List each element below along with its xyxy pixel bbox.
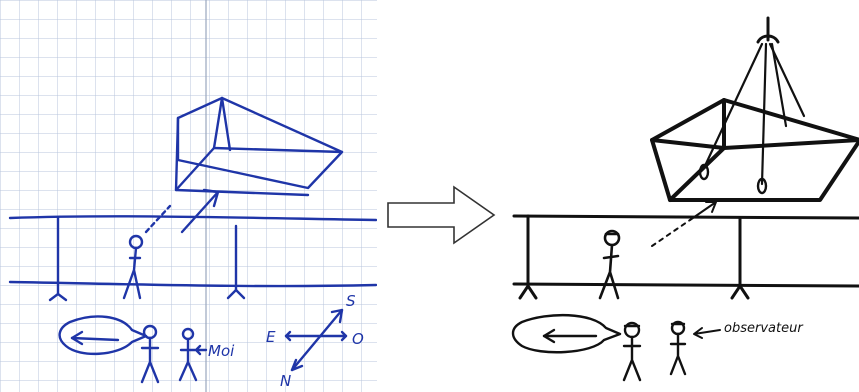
right-arrow-icon — [386, 185, 498, 245]
bottom-figure-2 — [669, 320, 687, 376]
clean-sketch: observateur — [500, 0, 859, 392]
crane-hook — [756, 16, 780, 44]
speech-bubble — [58, 315, 148, 356]
compass-west-label: O — [352, 330, 364, 348]
grid-sketch-drawing: Moi E O S N — [0, 0, 377, 392]
grid-paper — [0, 0, 377, 392]
bottom-figure-1 — [622, 321, 642, 382]
sight-line — [144, 204, 172, 234]
clean-sketch-drawing: observateur — [511, 16, 859, 382]
suspension-cables — [702, 42, 806, 186]
observer-figure — [122, 234, 144, 300]
wall — [512, 214, 859, 300]
compass-north-label: N — [280, 372, 291, 390]
moi-label: Moi — [208, 342, 235, 360]
bottom-figure-1 — [140, 324, 160, 384]
observer-pointer — [693, 327, 721, 339]
compass-rose — [284, 308, 348, 372]
suspended-box — [650, 98, 859, 202]
box-eyelets — [698, 163, 768, 195]
grid-paper-sketch: Moi E O S N — [0, 0, 377, 392]
wall — [8, 215, 377, 302]
bottom-figure-2 — [178, 327, 198, 382]
compass-east-label: E — [266, 328, 276, 346]
compass-south-label: S — [346, 292, 356, 310]
pointing-arrow — [180, 188, 220, 234]
observer-figure — [598, 229, 621, 300]
suspended-box — [174, 96, 344, 197]
sight-line — [651, 219, 691, 247]
observer-label: observateur — [724, 321, 804, 336]
moi-pointer — [194, 344, 208, 356]
transition-arrow-shape — [387, 185, 496, 245]
speech-bubble — [511, 313, 622, 354]
